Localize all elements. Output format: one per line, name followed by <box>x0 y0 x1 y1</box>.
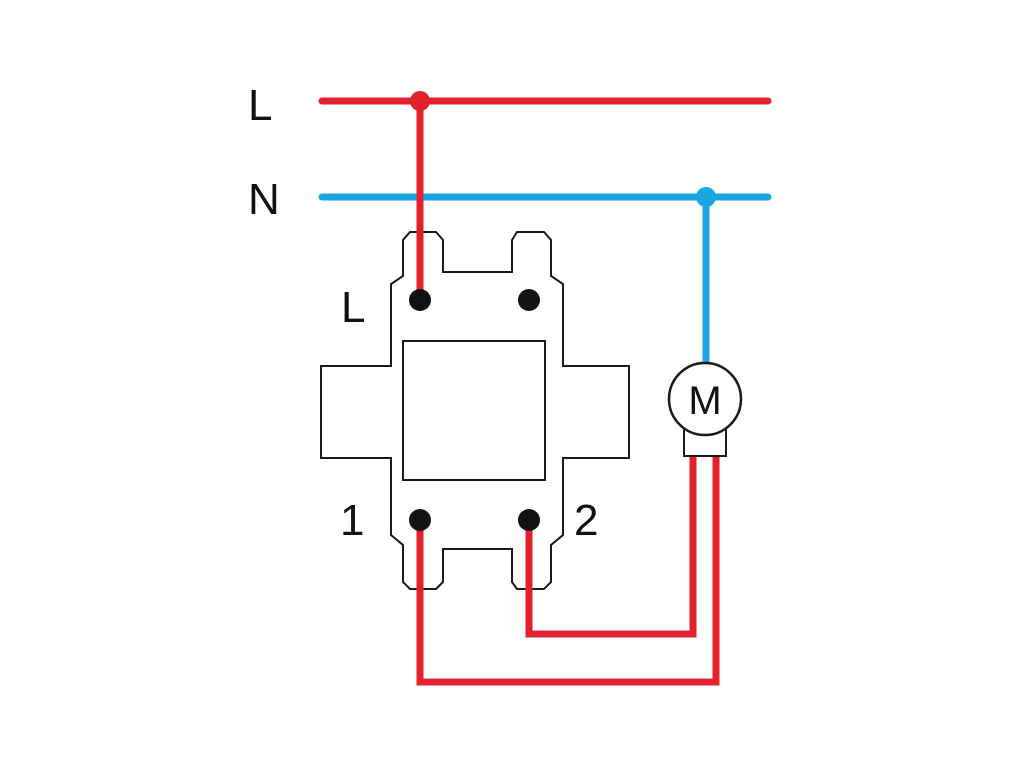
neutral-junction-dot <box>696 187 716 207</box>
terminal-l <box>409 289 431 311</box>
terminal-2-label: 2 <box>574 496 598 545</box>
switch-rocker <box>402 340 546 481</box>
terminal-l-label: L <box>341 283 365 332</box>
wire-terminal-1-to-motor <box>416 455 720 686</box>
wire-terminal-2-to-motor <box>525 455 697 638</box>
terminal-spare <box>518 289 540 311</box>
terminal-1-label: 1 <box>340 496 364 545</box>
motor-symbol <box>667 361 743 437</box>
terminal-1 <box>409 509 431 531</box>
terminal-2 <box>518 509 540 531</box>
motor-label: M <box>688 379 721 423</box>
live-junction-dot <box>410 91 430 111</box>
live-bus-label: L <box>248 81 272 130</box>
switch-body <box>320 231 630 590</box>
neutral-bus-label: N <box>248 175 280 224</box>
